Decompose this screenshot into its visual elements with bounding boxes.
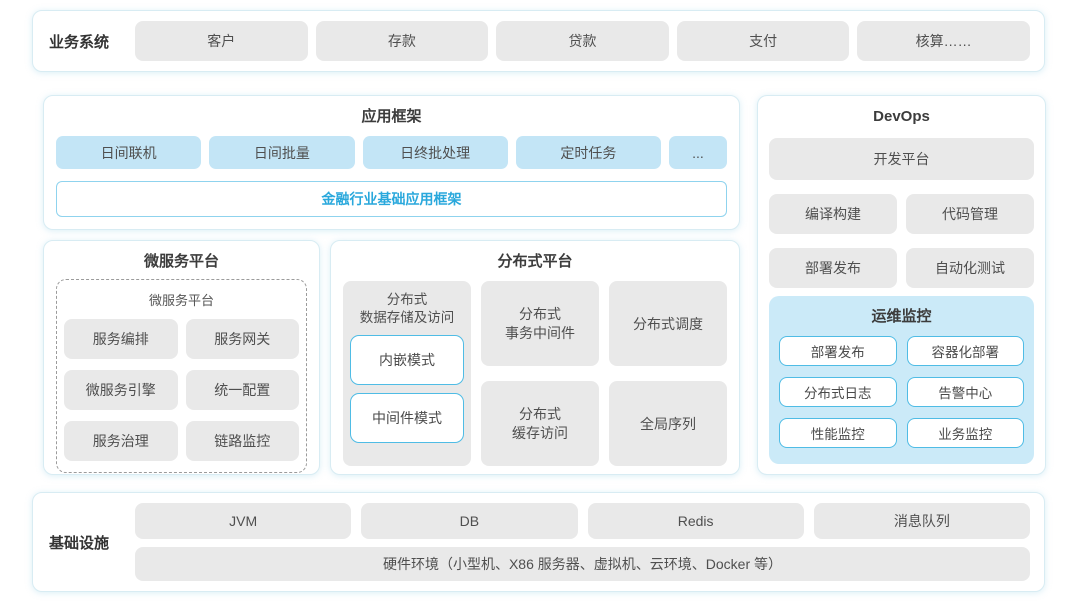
business-systems-label: 业务系统 (49, 33, 110, 51)
business-system-item-customer: 客户 (135, 21, 308, 61)
business-systems-items: 客户 存款 贷款 支付 核算…… (135, 21, 1030, 61)
micro-item-engine: 微服务引擎 (64, 370, 178, 410)
base-framework-box: 金融行业基础应用框架 (56, 181, 727, 217)
devops-tool-build: 编译构建 (769, 194, 897, 234)
infrastructure-runtime-row: JVM DB Redis 消息队列 (135, 503, 1030, 539)
monitor-item-container-deploy: 容器化部署 (906, 336, 1024, 366)
microservice-inner-title: 微服务平台 (148, 293, 214, 308)
app-framework-title: 应用框架 (361, 108, 422, 125)
distributed-storage-heading: 分布式 数据存储及访问 (359, 292, 455, 326)
distributed-panel: 分布式平台 分布式 数据存储及访问 内嵌模式 中间件模式 分布式 事务中间件 分… (330, 240, 740, 475)
microservice-items: 服务编排 服务网关 微服务引擎 统一配置 服务治理 链路监控 (64, 319, 299, 461)
distributed-title: 分布式平台 (497, 253, 573, 270)
ops-monitoring-panel: 运维监控 部署发布 容器化部署 分布式日志 告警中心 性能监控 业务监控 (769, 296, 1034, 464)
microservice-panel: 微服务平台 微服务平台 服务编排 服务网关 微服务引擎 统一配置 服务治理 链路… (43, 240, 320, 475)
infrastructure-items: JVM DB Redis 消息队列 硬件环境（小型机、X86 服务器、虚拟机、云… (135, 503, 1030, 581)
microservice-title: 微服务平台 (143, 253, 219, 270)
distributed-cards: 分布式 数据存储及访问 内嵌模式 中间件模式 分布式 事务中间件 分布式 缓存访… (343, 281, 727, 466)
infra-item-jvm: JVM (135, 503, 352, 539)
hardware-environment-box: 硬件环境（小型机、X86 服务器、虚拟机、云环境、Docker 等） (135, 547, 1030, 581)
micro-item-gateway: 服务网关 (185, 319, 299, 359)
micro-item-config: 统一配置 (185, 370, 299, 410)
business-systems-panel: 业务系统 客户 存款 贷款 支付 核算…… (32, 10, 1045, 72)
micro-item-orchestration: 服务编排 (64, 319, 178, 359)
devops-tool-deploy: 部署发布 (769, 248, 897, 288)
module-daytime-online: 日间联机 (56, 136, 202, 169)
microservice-inner-group: 微服务平台 服务编排 服务网关 微服务引擎 统一配置 服务治理 链路监控 (56, 279, 307, 473)
devops-title: DevOps (873, 108, 930, 125)
monitor-item-perf: 性能监控 (779, 418, 897, 448)
infra-item-redis: Redis (587, 503, 804, 539)
business-system-item-deposit: 存款 (315, 21, 489, 61)
distributed-right-column: 分布式调度 全局序列 (609, 281, 727, 466)
devops-tool-auto-test: 自动化测试 (906, 248, 1034, 288)
infrastructure-panel: 基础设施 JVM DB Redis 消息队列 硬件环境（小型机、X86 服务器、… (32, 492, 1045, 592)
storage-mode-middleware: 中间件模式 (350, 393, 464, 444)
module-eod-batch: 日终批处理 (362, 136, 508, 169)
infra-item-db: DB (361, 503, 578, 539)
ops-monitoring-title: 运维监控 (871, 308, 932, 325)
devops-tools: 编译构建 代码管理 部署发布 自动化测试 (769, 194, 1034, 288)
business-system-item-accounting: 核算…… (857, 21, 1030, 61)
distributed-transaction-card: 分布式 事务中间件 (481, 281, 599, 366)
distributed-cache-card: 分布式 缓存访问 (481, 381, 599, 466)
monitor-item-deploy: 部署发布 (779, 336, 897, 366)
distributed-scheduler-card: 分布式调度 (609, 281, 727, 366)
distributed-sequence-card: 全局序列 (609, 381, 727, 466)
infrastructure-label: 基础设施 (49, 534, 110, 552)
storage-mode-embedded: 内嵌模式 (350, 335, 464, 386)
distributed-storage-card: 分布式 数据存储及访问 内嵌模式 中间件模式 (343, 281, 471, 466)
devops-panel: DevOps 开发平台 编译构建 代码管理 部署发布 自动化测试 运维监控 部署… (757, 95, 1046, 475)
devops-dev-platform: 开发平台 (769, 138, 1034, 180)
monitor-item-dist-log: 分布式日志 (779, 377, 897, 407)
infra-item-mq: 消息队列 (813, 503, 1030, 539)
business-system-item-loan: 贷款 (496, 21, 669, 61)
app-framework-modules: 日间联机 日间批量 日终批处理 定时任务 ... (56, 136, 727, 169)
micro-item-governance: 服务治理 (64, 421, 178, 461)
app-framework-panel: 应用框架 日间联机 日间批量 日终批处理 定时任务 ... 金融行业基础应用框架 (43, 95, 740, 230)
distributed-middle-column: 分布式 事务中间件 分布式 缓存访问 (481, 281, 599, 466)
business-system-item-payment: 支付 (676, 21, 850, 61)
module-daytime-batch: 日间批量 (209, 136, 355, 169)
ops-monitoring-items: 部署发布 容器化部署 分布式日志 告警中心 性能监控 业务监控 (779, 336, 1024, 448)
devops-tool-code-mgmt: 代码管理 (906, 194, 1034, 234)
module-more: ... (669, 136, 727, 169)
monitor-item-business: 业务监控 (906, 418, 1024, 448)
monitor-item-alert-center: 告警中心 (906, 377, 1024, 407)
module-scheduled-task: 定时任务 (515, 136, 661, 169)
micro-item-tracing: 链路监控 (185, 421, 299, 461)
